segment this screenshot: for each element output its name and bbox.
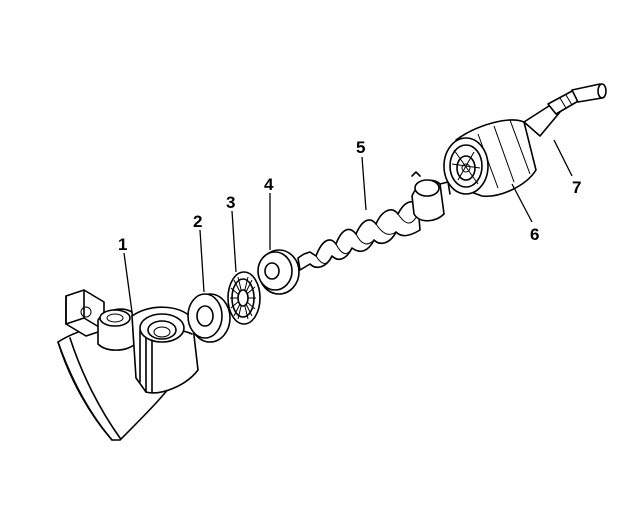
part-1-housing [57,289,199,441]
callout-5: 5 [356,138,365,157]
part-5-worm-shaft [297,171,451,271]
callout-2: 2 [193,212,202,231]
callout-1: 1 [118,235,127,254]
leader-2 [199,229,205,293]
part-2-washer [187,293,231,343]
leader-lines [123,139,573,313]
callout-7: 7 [572,178,581,197]
leader-3 [231,210,237,273]
callout-6: 6 [530,225,539,244]
part-7-input-shaft [523,83,607,137]
leader-7 [553,139,573,177]
leader-1 [123,252,133,313]
leader-6 [511,183,533,223]
part-3-bearing [227,271,261,325]
leader-5 [361,156,367,211]
callout-4: 4 [264,175,274,194]
part-6-valve-body [443,119,537,197]
part-4-race [257,249,300,295]
callout-3: 3 [226,193,235,212]
